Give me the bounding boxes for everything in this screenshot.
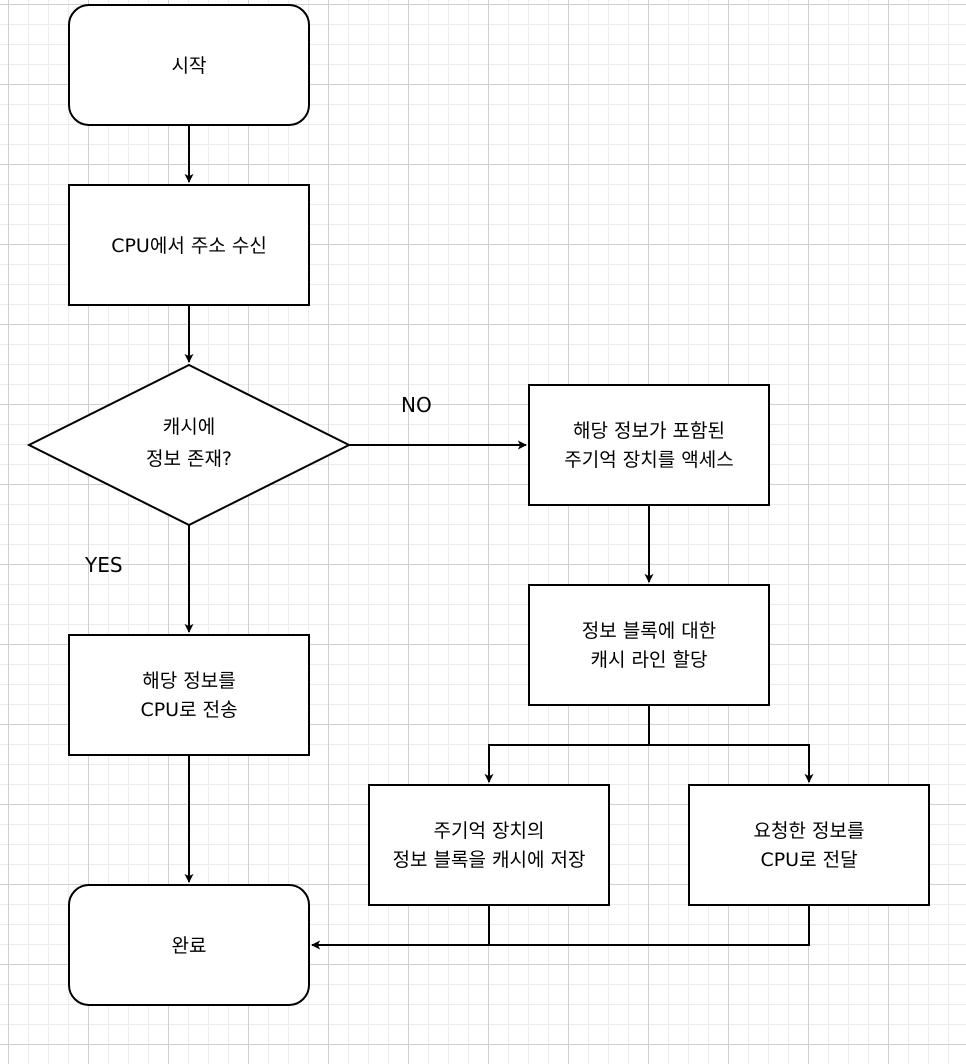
start-label: 시작 — [172, 55, 207, 77]
send-to-cpu-node — [68, 634, 310, 756]
edge-allocate-to-deliver — [649, 744, 814, 783]
store-block-label-line-2: 정보 블록을 캐시에 저장 — [393, 849, 586, 871]
access-main-label-line-2: 주기억 장치를 액세스 — [564, 449, 733, 471]
allocate-line-label-line-1: 정보 블록에 대한 — [582, 620, 716, 642]
decision-label-line-2: 정보 존재? — [146, 448, 232, 470]
edge-labels: NO YES — [84, 393, 432, 577]
store-block-node — [368, 784, 610, 906]
deliver-label-line-1: 요청한 정보를 — [754, 820, 865, 842]
edge-allocate-to-store — [484, 705, 650, 783]
access-main-memory-node — [528, 384, 770, 506]
allocate-line-label-line-2: 캐시 라인 할당 — [591, 649, 708, 671]
cache-hit-decision — [26, 363, 352, 527]
edges — [184, 125, 814, 950]
yes-label: YES — [84, 553, 123, 577]
decision-label-line-1: 캐시에 — [163, 416, 215, 438]
end-node — [68, 884, 310, 1006]
end-label: 완료 — [172, 935, 207, 957]
no-label: NO — [401, 393, 432, 417]
deliver-to-cpu-node — [688, 784, 930, 906]
node-labels: 시작 CPU에서 주소 수신 캐시에 정보 존재? 해당 정보가 포함된 주기억… — [111, 55, 864, 957]
allocate-cache-line-node — [528, 584, 770, 706]
receive-label: CPU에서 주소 수신 — [111, 235, 267, 257]
access-main-label-line-1: 해당 정보가 포함된 — [573, 420, 725, 442]
edge-deliver-join — [489, 905, 810, 946]
send-to-cpu-label-line-1: 해당 정보를 — [142, 670, 235, 692]
receive-address-node — [68, 184, 310, 306]
nodes — [26, 4, 930, 1006]
start-node — [68, 4, 310, 126]
store-block-label-line-1: 주기억 장치의 — [434, 820, 545, 842]
edge-store-to-end — [311, 905, 490, 950]
send-to-cpu-label-line-2: CPU로 전송 — [140, 699, 237, 721]
deliver-label-line-2: CPU로 전달 — [760, 849, 857, 871]
